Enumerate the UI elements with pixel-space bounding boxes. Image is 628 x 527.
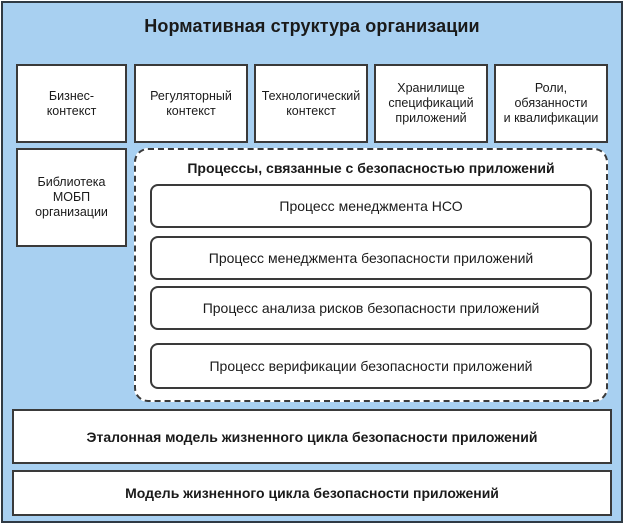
process-label: Процесс менеджмента НСО bbox=[279, 198, 463, 214]
process-label: Процесс анализа рисков безопасности прил… bbox=[202, 300, 540, 316]
diagram-title: Нормативная структура организации bbox=[144, 16, 480, 36]
reference-model-box: Эталонная модель жизненного цикла безопа… bbox=[12, 409, 612, 464]
process-box-verification: Процесс верификации безопасности приложе… bbox=[150, 343, 592, 389]
security-processes-group: Процессы, связанные с безопасностью прил… bbox=[134, 148, 608, 402]
roles-responsibilities-box: Роли, обязанности и квалификации bbox=[494, 64, 608, 143]
business-context-label: Бизнес- контекст bbox=[46, 88, 97, 118]
technological-context-label: Технологический контекст bbox=[261, 88, 361, 118]
business-context-box: Бизнес- контекст bbox=[16, 64, 127, 143]
process-box-nso: Процесс менеджмента НСО bbox=[150, 184, 592, 228]
lifecycle-model-label: Модель жизненного цикла безопасности при… bbox=[125, 485, 499, 501]
application-specs-repository-box: Хранилище спецификаций приложений bbox=[374, 64, 488, 143]
reference-model-label: Эталонная модель жизненного цикла безопа… bbox=[86, 428, 538, 445]
process-box-risk-analysis: Процесс анализа рисков безопасности прил… bbox=[150, 286, 592, 330]
regulatory-context-box: Регуляторный контекст bbox=[134, 64, 248, 143]
roles-responsibilities-label: Роли, обязанности и квалификации bbox=[503, 81, 599, 125]
security-processes-title: Процессы, связанные с безопасностью прил… bbox=[187, 160, 555, 176]
technological-context-box: Технологический контекст bbox=[254, 64, 368, 143]
library-box: Библиотека МОБП организации bbox=[16, 148, 127, 247]
process-label: Процесс менеджмента безопасности приложе… bbox=[208, 250, 534, 266]
lifecycle-model-box: Модель жизненного цикла безопасности при… bbox=[12, 470, 612, 516]
process-box-security-management: Процесс менеджмента безопасности приложе… bbox=[150, 236, 592, 280]
application-specs-repository-label: Хранилище спецификаций приложений bbox=[388, 81, 474, 125]
process-label: Процесс верификации безопасности приложе… bbox=[209, 358, 533, 374]
library-label: Библиотека МОБП организации bbox=[35, 175, 108, 219]
regulatory-context-label: Регуляторный контекст bbox=[150, 88, 232, 118]
